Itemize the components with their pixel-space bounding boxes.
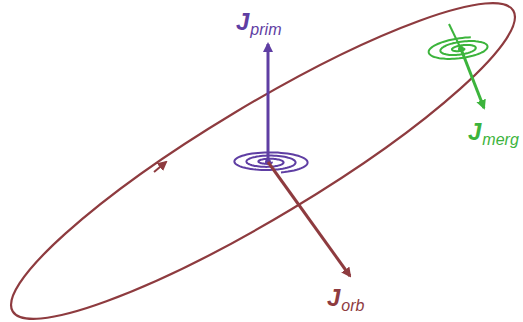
merger-spiral [429, 37, 488, 59]
vector-subscript: merg [482, 132, 518, 148]
jprim-vector [267, 44, 270, 162]
jmerg-vector [461, 49, 484, 108]
vector-symbol: J [468, 120, 481, 144]
vector-subscript: prim [250, 22, 281, 38]
vector-symbol: J [236, 10, 249, 34]
orbit-direction-arrow [154, 162, 166, 172]
jorb-vector [268, 162, 350, 276]
merger-axis [449, 24, 461, 49]
primary-spiral [234, 152, 307, 172]
vector-subscript: orb [341, 298, 364, 314]
vector-symbol: J [327, 286, 340, 310]
